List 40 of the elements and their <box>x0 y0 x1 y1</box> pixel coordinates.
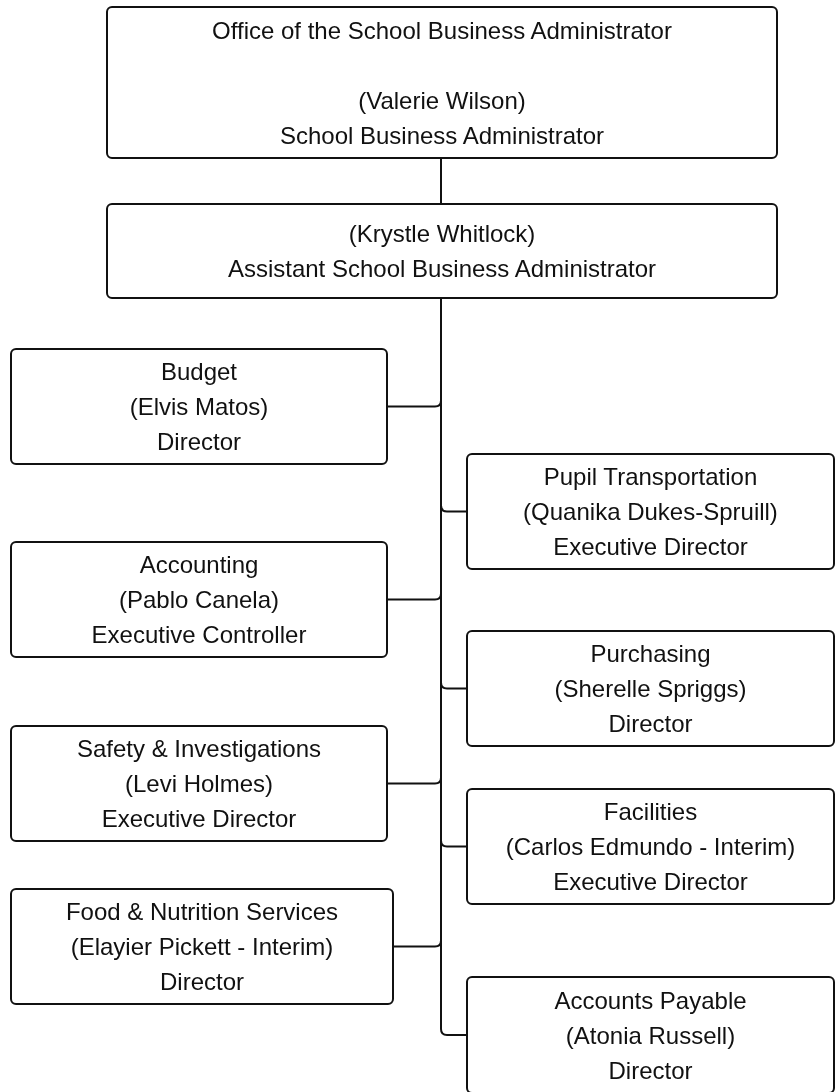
staff-title: Executive Director <box>553 867 748 897</box>
staff-title: (Valerie Wilson) <box>358 85 526 116</box>
unit-name: Office of the School Business Administrator <box>212 15 672 46</box>
staff-title: Director <box>157 427 241 457</box>
staff-title: (Quanika Dukes-Spruill) <box>523 497 778 527</box>
staff-title: (Levi Holmes) <box>125 769 273 799</box>
staff-title: (Pablo Canela) <box>118 585 280 615</box>
unit-name: Purchasing <box>590 639 711 669</box>
staff-title: Assistant School Business Administrator <box>227 254 657 284</box>
staff-title: (Elvis Matos) <box>129 392 269 422</box>
staff-title: (Atonia Russell) <box>565 1020 736 1051</box>
unit-name: Facilities <box>603 797 698 827</box>
org-box <box>466 788 835 905</box>
unit-name: Accounting <box>139 550 259 580</box>
staff-title: Executive Director <box>553 532 748 562</box>
staff-title: Executive Director <box>101 804 297 834</box>
org-box <box>10 348 388 465</box>
unit-name: Food & Nutrition Services <box>65 897 339 927</box>
org-box <box>466 976 835 1092</box>
org-box <box>106 6 778 159</box>
org-box <box>466 630 835 747</box>
staff-title: Director <box>608 1055 693 1086</box>
staff-title: Executive Controller <box>91 620 307 650</box>
unit-name: Accounts Payable <box>554 985 747 1016</box>
org-box <box>106 203 778 299</box>
unit-name: Budget <box>160 357 238 387</box>
staff-title: (Krystle Whitlock) <box>348 219 536 249</box>
staff-title: Director <box>608 709 693 739</box>
org-box <box>10 541 388 658</box>
connector-line <box>440 158 442 204</box>
unit-name: Pupil Transportation <box>543 462 758 492</box>
staff-title: (Carlos Edmundo - Interim) <box>505 832 796 862</box>
staff-title: (Elayier Pickett - Interim) <box>70 932 334 962</box>
org-box <box>10 725 388 842</box>
staff-title: Director <box>160 967 244 997</box>
org-box <box>466 453 835 570</box>
unit-name: Safety & Investigations <box>76 734 322 764</box>
staff-title: (Sherelle Spriggs) <box>554 674 747 704</box>
org-box <box>10 888 394 1005</box>
staff-title: School Business Administrator <box>279 120 605 151</box>
